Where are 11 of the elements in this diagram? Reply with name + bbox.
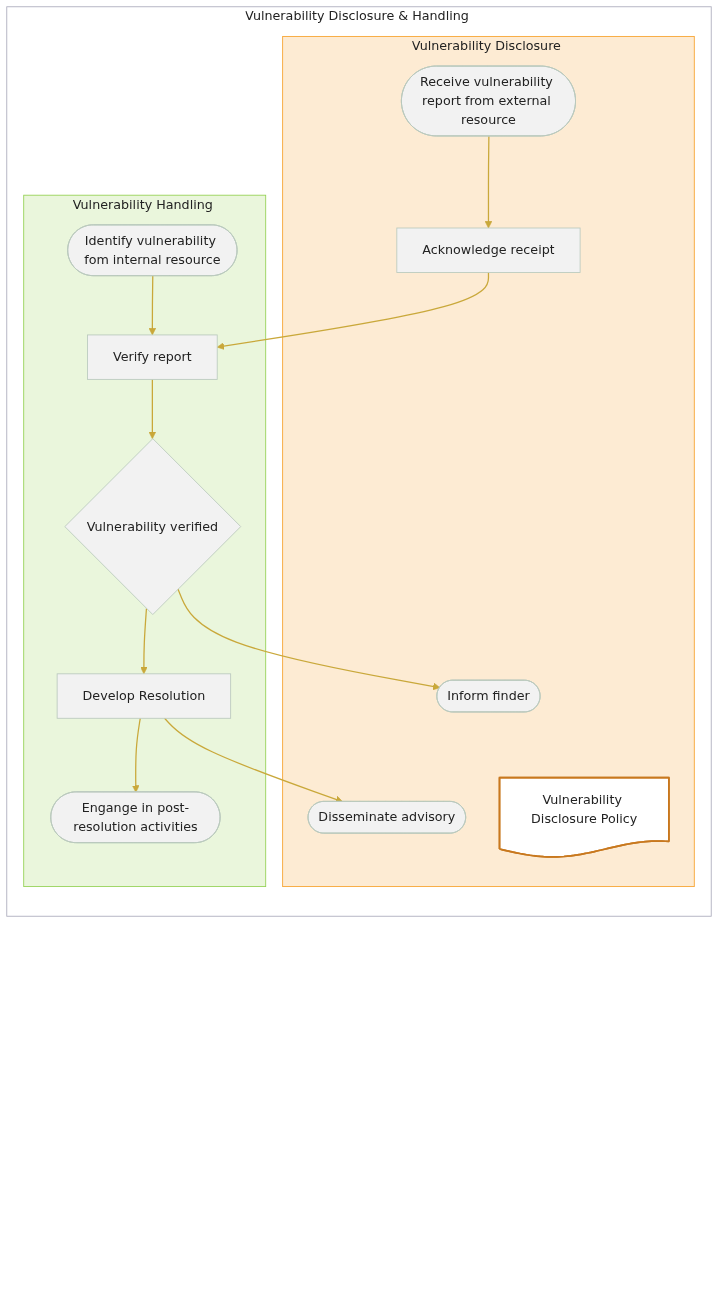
arrow	[140, 608, 148, 675]
arrow	[148, 275, 157, 336]
node-box: Acknowledge receipt	[396, 227, 581, 273]
arrow	[216, 271, 490, 350]
node-diamond: Vulnerability verified	[64, 438, 242, 615]
arrow	[148, 378, 157, 439]
node-box: Develop Resolution	[56, 673, 232, 719]
arrow	[177, 588, 441, 691]
arrow	[132, 717, 141, 793]
node-box: Verify report	[87, 334, 218, 380]
arrow	[484, 135, 493, 229]
